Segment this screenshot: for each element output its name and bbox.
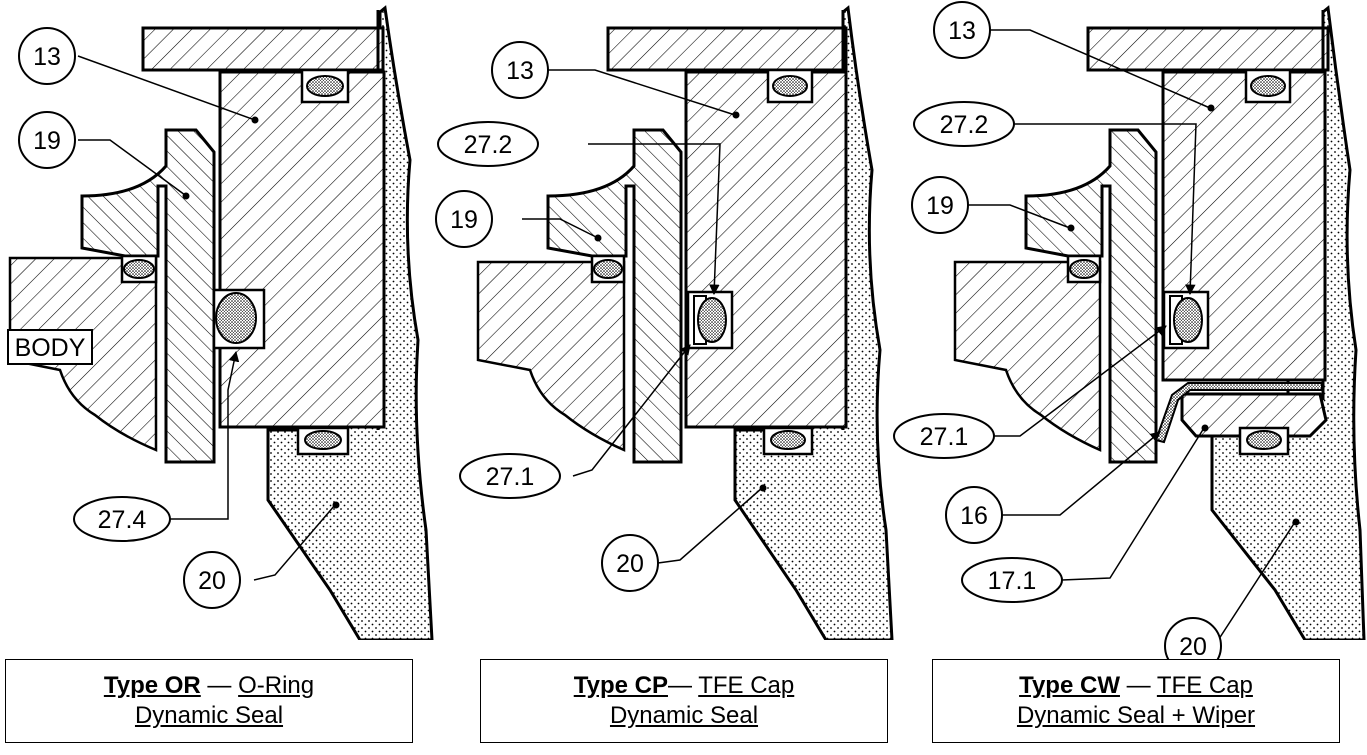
callout-20: 20 (183, 551, 241, 609)
svg-text:27.2: 27.2 (940, 111, 989, 139)
caption-type: Type OR (103, 672, 201, 699)
svg-text:27.4: 27.4 (98, 506, 147, 534)
body-label: BODY (7, 329, 93, 365)
svg-text:20: 20 (616, 550, 644, 578)
callout-16: 16 (945, 486, 1003, 544)
part-13-stem (684, 70, 848, 429)
callout-13: 13 (18, 27, 76, 85)
top-flange (1086, 26, 1330, 72)
callout-19: 19 (435, 190, 493, 248)
caption-line2: Dynamic Seal (134, 702, 284, 729)
seal-cross-section-diagram: 13 19 27.4 20 BODY (7, 1, 1366, 640)
callout-27-2: 27.2 (913, 101, 1015, 147)
panel-type-cw: 13 27.2 19 27.1 16 17.1 (893, 1, 1366, 640)
caption-type-or: Type OR — O-Ring Dynamic Seal (5, 659, 413, 743)
caption-dash: — (667, 672, 699, 699)
callout-27-1: 27.1 (459, 453, 561, 499)
svg-text:BODY: BODY (15, 334, 86, 362)
o-ring-seal-27-4 (215, 292, 257, 344)
energizer-27-2 (1173, 297, 1203, 343)
part-16-wiper (1154, 382, 1323, 444)
body-housing (476, 260, 626, 452)
callout-27-2: 27.2 (437, 121, 539, 167)
caption-type: Type CW (1019, 672, 1120, 699)
svg-text:13: 13 (948, 17, 976, 45)
caption-name: TFE Cap (1156, 672, 1253, 699)
svg-text:17.1: 17.1 (988, 567, 1037, 595)
callout-17-1: 17.1 (961, 557, 1063, 603)
body-o-ring (123, 259, 155, 279)
callout-27-1: 27.1 (893, 413, 995, 459)
callout-13: 13 (491, 41, 549, 99)
caption-type-cp: Type CP— TFE Cap Dynamic Seal (480, 659, 888, 743)
caption-dash: — (200, 672, 239, 699)
svg-text:13: 13 (33, 43, 61, 71)
svg-text:16: 16 (960, 502, 988, 530)
caption-name: TFE Cap (698, 672, 795, 699)
top-flange (141, 26, 385, 72)
top-o-ring (306, 75, 344, 97)
svg-text:27.1: 27.1 (486, 463, 535, 491)
part-19-gland (80, 128, 216, 464)
bottom-o-ring (304, 430, 342, 450)
caption-dash: — (1119, 672, 1157, 699)
panel-type-or: 13 19 27.4 20 BODY (7, 5, 434, 640)
svg-text:19: 19 (450, 206, 478, 234)
callout-20: 20 (601, 534, 659, 592)
top-flange (606, 26, 848, 72)
caption-type-cw: Type CW — TFE Cap Dynamic Seal + Wiper (932, 659, 1340, 743)
caption-line2: Dynamic Seal + Wiper (1016, 702, 1256, 729)
svg-text:20: 20 (198, 567, 226, 595)
energizer-27-2 (697, 297, 727, 343)
svg-text:19: 19 (926, 192, 954, 220)
part-13-stem (218, 70, 386, 429)
svg-text:27.2: 27.2 (464, 131, 513, 159)
part-19-gland (1024, 128, 1158, 464)
panel-type-cp: 13 27.2 19 27.1 20 (435, 5, 894, 640)
caption-name: O-Ring (238, 672, 315, 699)
callout-19: 19 (911, 176, 969, 234)
svg-text:27.1: 27.1 (920, 423, 969, 451)
svg-text:20: 20 (1179, 633, 1207, 661)
part-19-gland (546, 128, 683, 464)
callout-27-4: 27.4 (73, 496, 171, 542)
caption-type: Type CP (573, 672, 668, 699)
caption-line2: Dynamic Seal (609, 702, 759, 729)
part-17-1-wiper-ring (1180, 392, 1328, 438)
svg-text:13: 13 (506, 57, 534, 85)
callout-19: 19 (18, 111, 76, 169)
callout-13: 13 (933, 1, 991, 59)
svg-text:19: 19 (33, 127, 61, 155)
